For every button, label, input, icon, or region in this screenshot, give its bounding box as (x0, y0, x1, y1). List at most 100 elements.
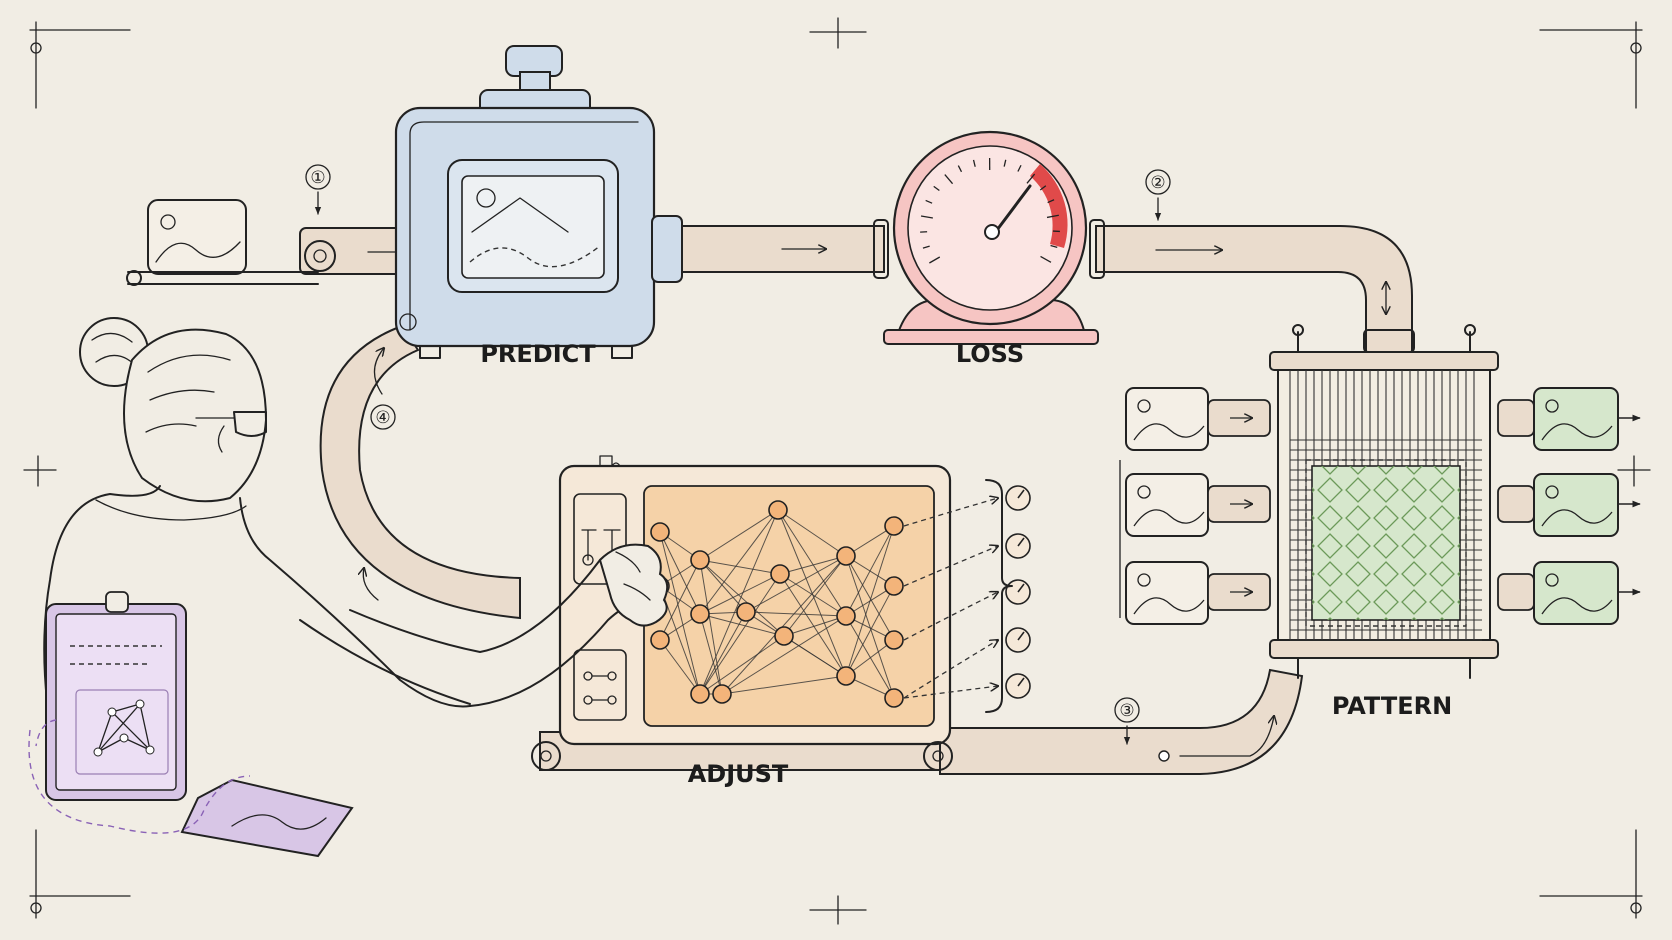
gauge-tick (944, 174, 954, 185)
network-node (650, 630, 670, 650)
gauge-tick (922, 245, 930, 249)
step-3-label: ③ (1119, 701, 1134, 721)
network-edge (783, 615, 847, 637)
network-node (690, 684, 710, 704)
gauge-tick (1026, 173, 1036, 184)
gauge-tick (1017, 164, 1022, 172)
gauge-tick (972, 159, 976, 167)
network-edge (779, 573, 847, 677)
predict-label: PREDICT (480, 340, 596, 368)
network-edge (779, 573, 847, 617)
output-image-card (1497, 561, 1619, 625)
dial-icon (1005, 579, 1031, 605)
network-edge (699, 559, 723, 695)
network-node (884, 576, 904, 596)
gauge-tick (925, 199, 933, 204)
network-edge (699, 509, 779, 695)
network-node (836, 666, 856, 686)
dial-icon (1005, 533, 1031, 559)
gauge-tick (1003, 159, 1007, 167)
input-image-card (1125, 473, 1209, 537)
input-image-card (1125, 561, 1209, 625)
step-4-label: ④ (375, 408, 390, 428)
gauge-tick (929, 256, 941, 264)
step-2-label: ② (1150, 173, 1165, 193)
network-edge (745, 611, 847, 617)
network-edge (699, 611, 747, 695)
network-node (836, 606, 856, 626)
corner-marks (23, 17, 1651, 925)
input-image-card (1125, 387, 1209, 451)
network-node (774, 626, 794, 646)
network-edge (699, 559, 781, 575)
pattern-loom (1269, 324, 1499, 679)
network-edge (777, 509, 847, 557)
dial-icon (1005, 673, 1031, 699)
loss-label: LOSS (956, 340, 1024, 368)
network-edge (659, 639, 701, 695)
network-edge (777, 509, 847, 617)
step-1-label: ① (310, 168, 325, 188)
adjust-label: ADJUST (688, 760, 789, 788)
loom-image-cards (1119, 387, 1641, 625)
network-edge (699, 635, 785, 695)
gauge-tick (1050, 244, 1058, 249)
network-edge (699, 573, 781, 695)
network-edge (699, 559, 785, 637)
gauge-tick (920, 215, 933, 219)
person-icon (43, 317, 669, 761)
output-image-card (1497, 387, 1619, 451)
predict-machine (394, 45, 683, 359)
step-markers: ① ② ③ ④ (305, 164, 1171, 745)
dial-icon (1005, 627, 1031, 653)
network-node (736, 602, 756, 622)
network-edge (845, 639, 895, 677)
network-edge (845, 555, 895, 641)
network-node (690, 604, 710, 624)
dial-connector (903, 686, 998, 699)
network-edge (783, 635, 847, 677)
output-image-card (1497, 473, 1619, 537)
pattern-label: PATTERN (1332, 692, 1452, 720)
network-node (712, 684, 732, 704)
gauge-ticks (920, 157, 1060, 264)
network-edge (745, 555, 847, 613)
network-edge (699, 509, 779, 615)
dial-connector (903, 546, 998, 587)
dial-icon (1005, 485, 1031, 511)
network-edge (845, 525, 895, 617)
network-edge (721, 615, 847, 695)
input-image-card (126, 199, 336, 286)
gauge-tick (957, 165, 963, 173)
network-edge (779, 555, 847, 575)
network-edge (721, 675, 847, 695)
gauge-tick (1046, 214, 1059, 219)
network-node (650, 522, 670, 542)
gauge-tick (1047, 199, 1055, 204)
network-edge (699, 613, 723, 695)
adjust-panel (531, 455, 1031, 771)
network-edge (699, 573, 781, 615)
gauge-tick (933, 185, 940, 192)
network-edge (659, 531, 701, 695)
network-edge (845, 585, 895, 677)
network-edge (845, 615, 895, 699)
dial-connector (903, 592, 998, 641)
network-node (884, 516, 904, 536)
network-node (836, 546, 856, 566)
network-edge (777, 509, 847, 677)
network-node (770, 564, 790, 584)
gauge-tick (1040, 255, 1052, 263)
network-edge (659, 559, 701, 641)
tablet-icon (28, 591, 354, 858)
dial-connector (903, 640, 998, 699)
network-edge (845, 555, 895, 699)
network-edge (721, 555, 847, 695)
loss-gauge (883, 130, 1099, 345)
network-edge (699, 509, 779, 561)
network-edge (845, 525, 895, 677)
dial-connector (903, 498, 998, 527)
network-edge (783, 555, 847, 637)
network-node (768, 500, 788, 520)
